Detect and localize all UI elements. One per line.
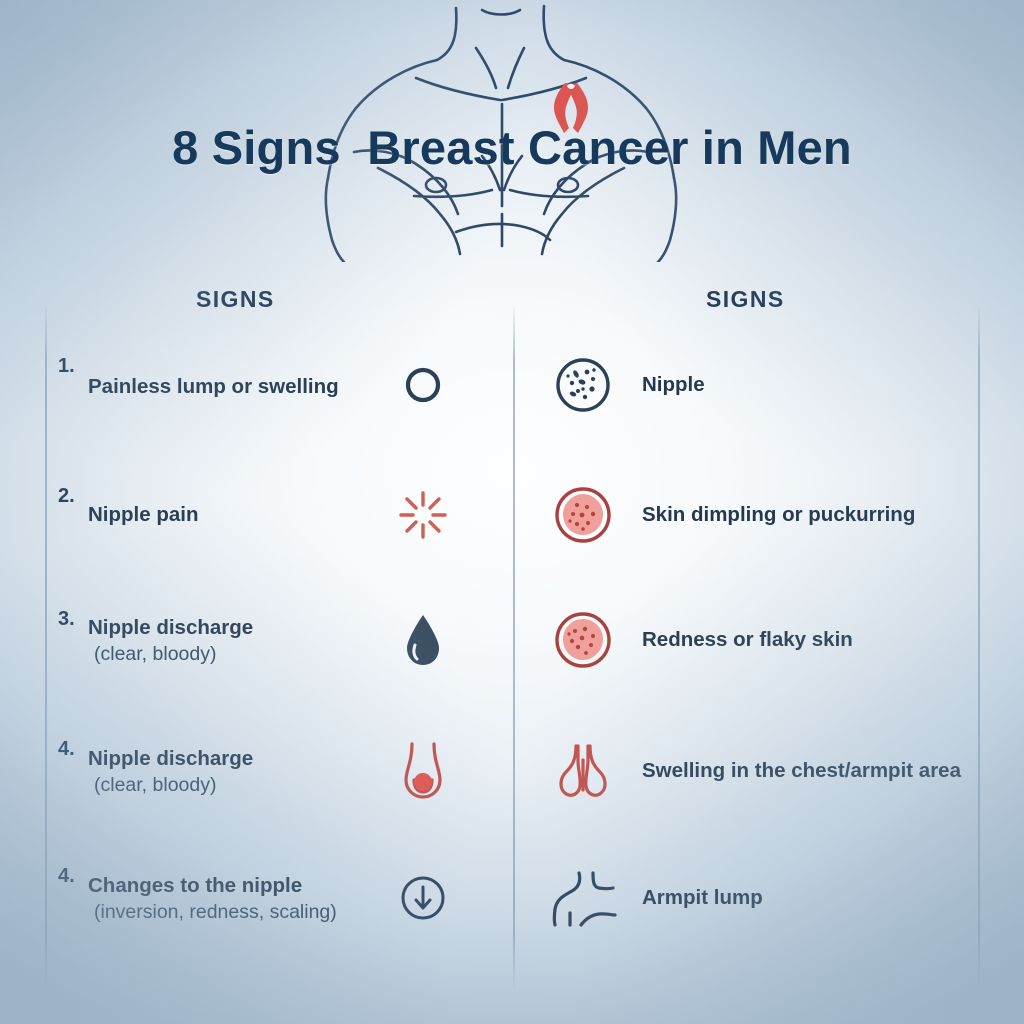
list-item-number: 3. (58, 608, 75, 630)
list-item-label: Redness or flaky skin (642, 627, 853, 651)
list-item: 1. Painless lump or swelling (58, 352, 458, 418)
list-item-number: 2. (58, 485, 75, 507)
list-item-sublabel: (clear, bloody) (94, 773, 217, 796)
divider-left (45, 306, 47, 988)
list-item: 2. Nipple pain (58, 482, 458, 548)
dimpled-skin-circle-icon (540, 480, 626, 550)
lymph-node-icon (540, 736, 626, 806)
list-item-label: Nipple discharge(clear, bloody) (88, 615, 388, 667)
abs-line-1 (454, 222, 552, 242)
list-item: 3. Nipple discharge(clear, bloody) (58, 605, 458, 675)
list-item-label: Painless lump or swelling (88, 374, 339, 398)
list-item: 4. Nipple discharge(clear, bloody) (58, 735, 458, 807)
chin-line (480, 8, 522, 16)
neck-right-line (542, 4, 566, 62)
sternocleido-left (474, 46, 498, 90)
list-item-sublabel: (inversion, redness, scaling) (94, 900, 337, 923)
pec-right-lower (540, 166, 626, 256)
list-item: Redness or flaky skin (540, 605, 980, 675)
column-heading-left: SIGNS (196, 286, 275, 312)
list-item-label: Armpit lump (642, 885, 763, 909)
speckled-circle-icon (540, 350, 626, 420)
male-torso-illustration (306, 0, 726, 264)
list-item: Armpit lump (540, 862, 980, 934)
list-item-number: 4. (58, 738, 75, 760)
nipple-left (424, 176, 448, 194)
list-item-label: Nipple (642, 372, 705, 396)
column-heading-right: SIGNS (706, 286, 785, 312)
armpit-outline-icon (540, 863, 626, 933)
list-item: Nipple (540, 352, 980, 418)
list-item-label: Changes to the nipple(inversion, redness… (88, 873, 388, 925)
arm-right (656, 176, 678, 264)
list-item-label: Nipple discharge(clear, bloody) (88, 746, 388, 798)
divider-right (978, 306, 980, 988)
page-title: 8 Signs Breast Cancer in Men (172, 121, 852, 174)
nipple-right (556, 176, 580, 194)
shoulder-right (562, 58, 676, 180)
pec-left-fold (412, 188, 494, 199)
awareness-ribbon-icon (554, 83, 588, 133)
list-item: Swelling in the chest/armpit area (540, 735, 980, 807)
nipple-duct-icon (388, 736, 458, 806)
list-item-number: 1. (58, 355, 75, 377)
list-item-label: Swelling in the chest/armpit area (642, 758, 961, 782)
list-item-label: Nipple pain (88, 502, 199, 526)
list-item-label: Skin dimpling or puckurring (642, 502, 916, 526)
list-item: Skin dimpling or puckurring (540, 482, 980, 548)
pec-right-upper (542, 149, 650, 216)
ring-circle-icon (388, 350, 458, 420)
clavicle-left (414, 76, 502, 102)
list-item: 4. Changes to the nipple(inversion, redn… (58, 862, 458, 934)
list-item-number: 4. (58, 865, 75, 887)
arrow-down-circle-icon (388, 863, 458, 933)
pec-left-upper (352, 149, 460, 216)
list-item-sublabel: (clear, bloody) (94, 642, 217, 665)
pec-right-fold (508, 188, 590, 199)
arm-left (324, 176, 346, 264)
clavicle-right (500, 76, 588, 102)
pec-left-lower (376, 166, 462, 256)
starburst-pain-icon (388, 480, 458, 550)
sternum-right-fold (502, 154, 524, 192)
divider-center (513, 306, 515, 988)
neck-left-line (435, 6, 458, 62)
sternocleido-right (506, 46, 526, 90)
droplet-icon (388, 605, 458, 675)
shoulder-left (326, 58, 439, 180)
sternum-left-fold (480, 154, 502, 192)
red-flaky-skin-circle-icon (540, 605, 626, 675)
